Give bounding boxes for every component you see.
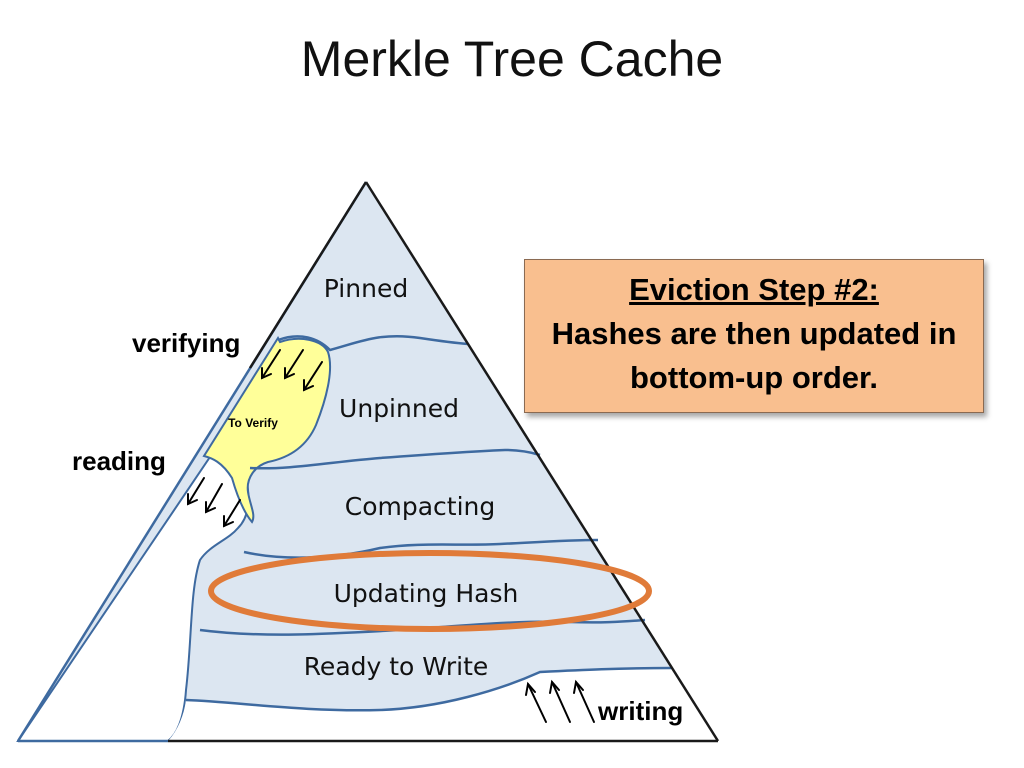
layer-label-ready-to-write: Ready to Write [304, 652, 489, 681]
eviction-step-callout: Eviction Step #2: Hashes are then update… [524, 259, 984, 413]
slide-title: Merkle Tree Cache [300, 31, 724, 87]
callout-body: Hashes are then updated in bottom-up ord… [551, 316, 957, 395]
layer-boundary-unpinned [249, 448, 541, 470]
pyramid-right-edge [364, 181, 720, 742]
writing-arrows-icon [525, 679, 595, 723]
verifying-label: verifying [132, 328, 240, 358]
writing-label: writing [597, 696, 683, 726]
layer-boundary-ready [185, 666, 673, 712]
layer-label-pinned: Pinned [324, 274, 408, 303]
updating-hash-highlight-ring [208, 550, 652, 632]
layer-label-compacting: Compacting [345, 492, 496, 521]
to-verify-label: To Verify [228, 416, 278, 430]
reading-arrows-icon [187, 477, 241, 528]
reading-label: reading [72, 446, 166, 476]
layer-boundary-pinned [277, 334, 469, 352]
pyramid-left-edge-top [248, 181, 368, 369]
to-verify-region [202, 335, 332, 524]
layer-label-updating-hash: Updating Hash [334, 579, 519, 608]
layer-label-unpinned: Unpinned [339, 394, 459, 423]
verifying-arrows-icon [261, 349, 323, 392]
callout-heading: Eviction Step #2: [629, 272, 879, 307]
